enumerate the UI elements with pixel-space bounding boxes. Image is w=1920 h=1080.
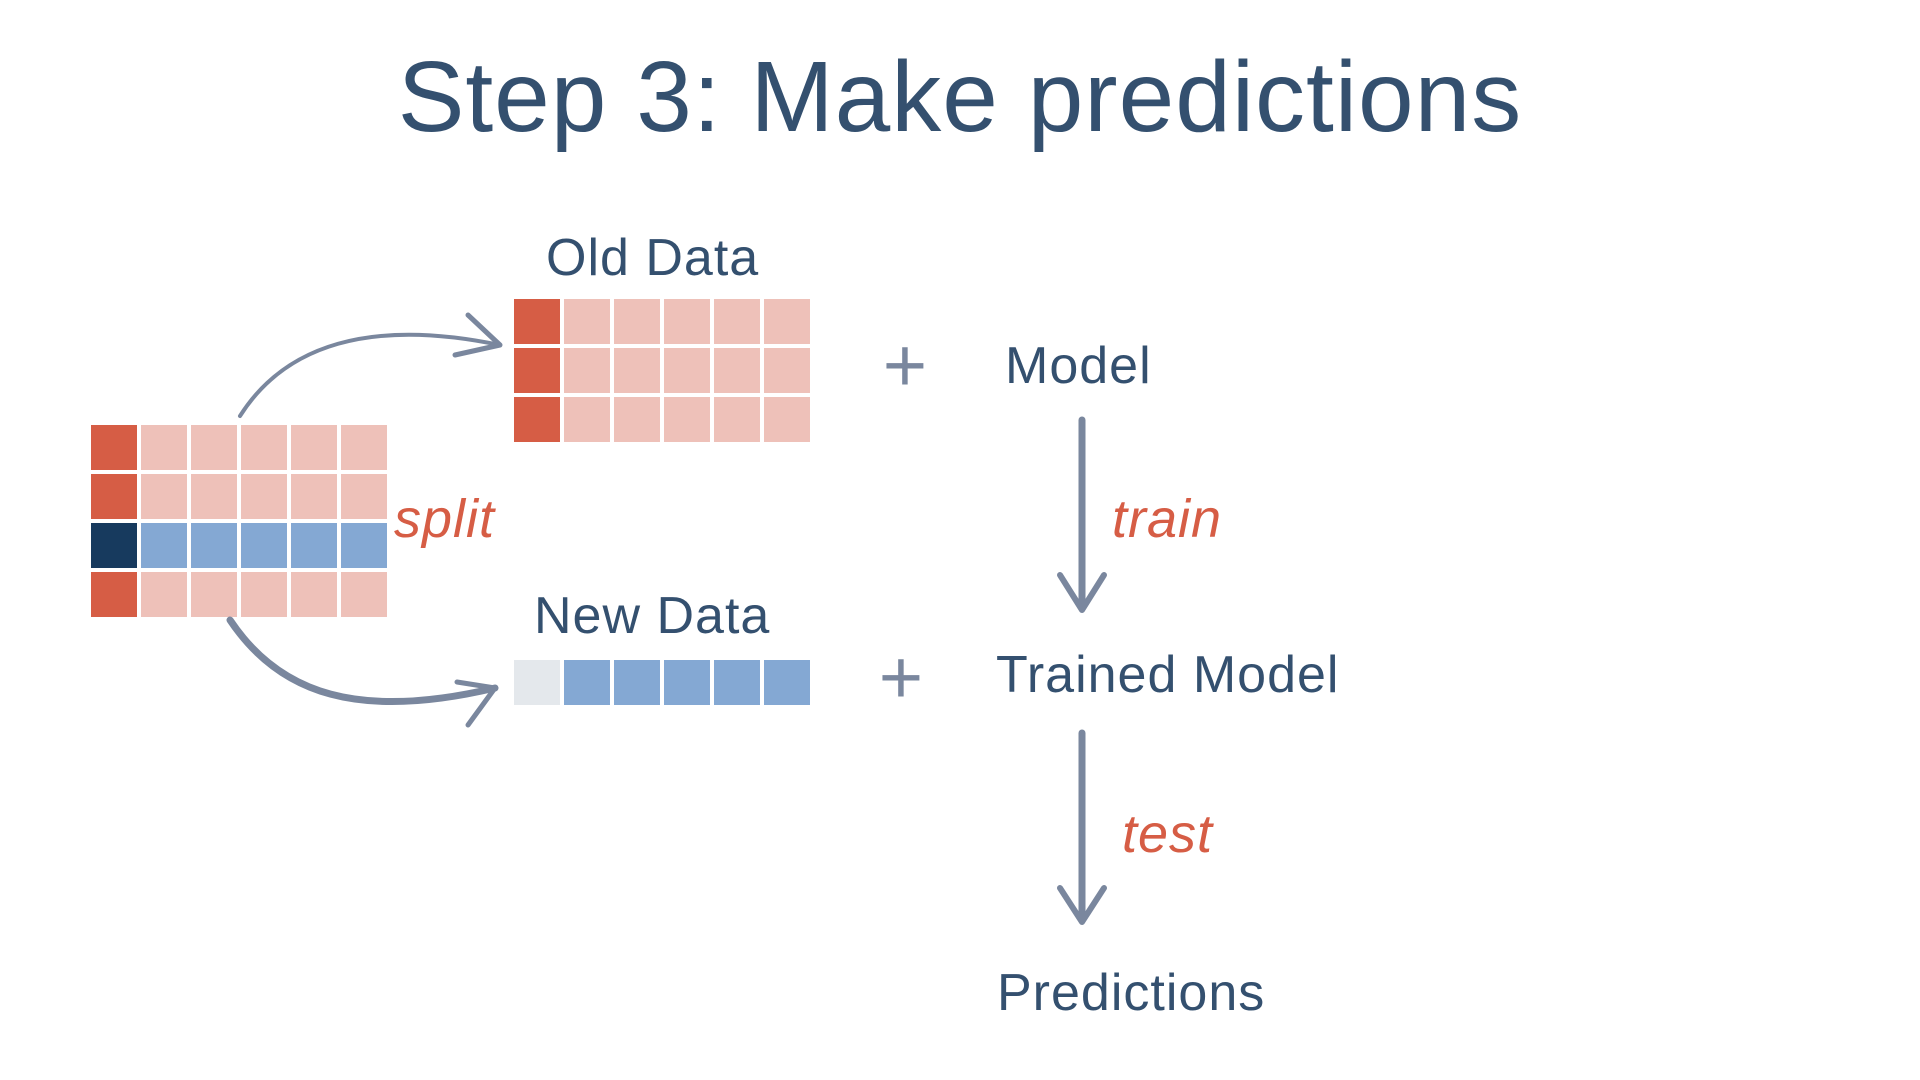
grid-cell <box>141 425 187 470</box>
grid-cell <box>514 299 560 344</box>
grid-cell <box>564 299 610 344</box>
grid-cell <box>291 572 337 617</box>
old-data-grid <box>514 299 810 442</box>
old-data-label: Old Data <box>546 229 760 287</box>
grid-cell <box>664 397 710 442</box>
grid-cell <box>514 397 560 442</box>
grid-cell <box>664 348 710 393</box>
grid-cell <box>191 572 237 617</box>
grid-cell <box>714 299 760 344</box>
grid-cell <box>764 348 810 393</box>
grid-cell <box>291 425 337 470</box>
train-arrowhead <box>1057 572 1107 613</box>
full-dataset-grid <box>91 425 387 617</box>
grid-cell <box>664 299 710 344</box>
grid-cell <box>191 523 237 568</box>
slide-title: Step 3: Make predictions <box>397 41 1523 153</box>
grid-cell <box>241 425 287 470</box>
grid-cell <box>664 660 710 705</box>
grid-cell <box>91 474 137 519</box>
model-label: Model <box>1005 337 1152 395</box>
grid-cell <box>764 660 810 705</box>
grid-cell <box>141 474 187 519</box>
grid-cell <box>191 474 237 519</box>
test-label: test <box>1122 804 1214 864</box>
grid-cell <box>714 348 760 393</box>
grid-cell <box>564 348 610 393</box>
new-data-grid <box>514 660 810 705</box>
grid-cell <box>141 523 187 568</box>
grid-cell <box>91 425 137 470</box>
grid-cell <box>564 397 610 442</box>
test-arrowhead <box>1057 885 1107 925</box>
grid-cell <box>241 523 287 568</box>
train-label: train <box>1112 489 1223 549</box>
predictions-label: Predictions <box>997 964 1266 1022</box>
grid-cell <box>564 660 610 705</box>
grid-cell <box>764 397 810 442</box>
grid-cell <box>614 299 660 344</box>
grid-cell <box>341 425 387 470</box>
split-to-new-arrowhead <box>454 679 498 728</box>
grid-cell <box>514 660 560 705</box>
grid-cell <box>291 474 337 519</box>
split-to-old-arrowhead <box>452 312 503 358</box>
grid-cell <box>341 572 387 617</box>
plus-sign-model: + <box>882 323 928 408</box>
grid-cell <box>91 572 137 617</box>
grid-cell <box>241 572 287 617</box>
grid-cell <box>614 348 660 393</box>
split-to-old-arrow <box>238 332 502 418</box>
new-data-label: New Data <box>534 587 771 645</box>
grid-cell <box>714 397 760 442</box>
split-to-new-arrow <box>226 616 499 706</box>
grid-cell <box>141 572 187 617</box>
grid-cell <box>764 299 810 344</box>
grid-cell <box>614 397 660 442</box>
grid-cell <box>514 348 560 393</box>
plus-sign-trained-model: + <box>878 635 924 720</box>
grid-cell <box>191 425 237 470</box>
split-label: split <box>394 489 496 549</box>
grid-cell <box>241 474 287 519</box>
grid-cell <box>714 660 760 705</box>
grid-cell <box>341 474 387 519</box>
trained-model-label: Trained Model <box>996 646 1340 704</box>
grid-cell <box>291 523 337 568</box>
grid-cell <box>341 523 387 568</box>
grid-cell <box>614 660 660 705</box>
grid-cell <box>91 523 137 568</box>
